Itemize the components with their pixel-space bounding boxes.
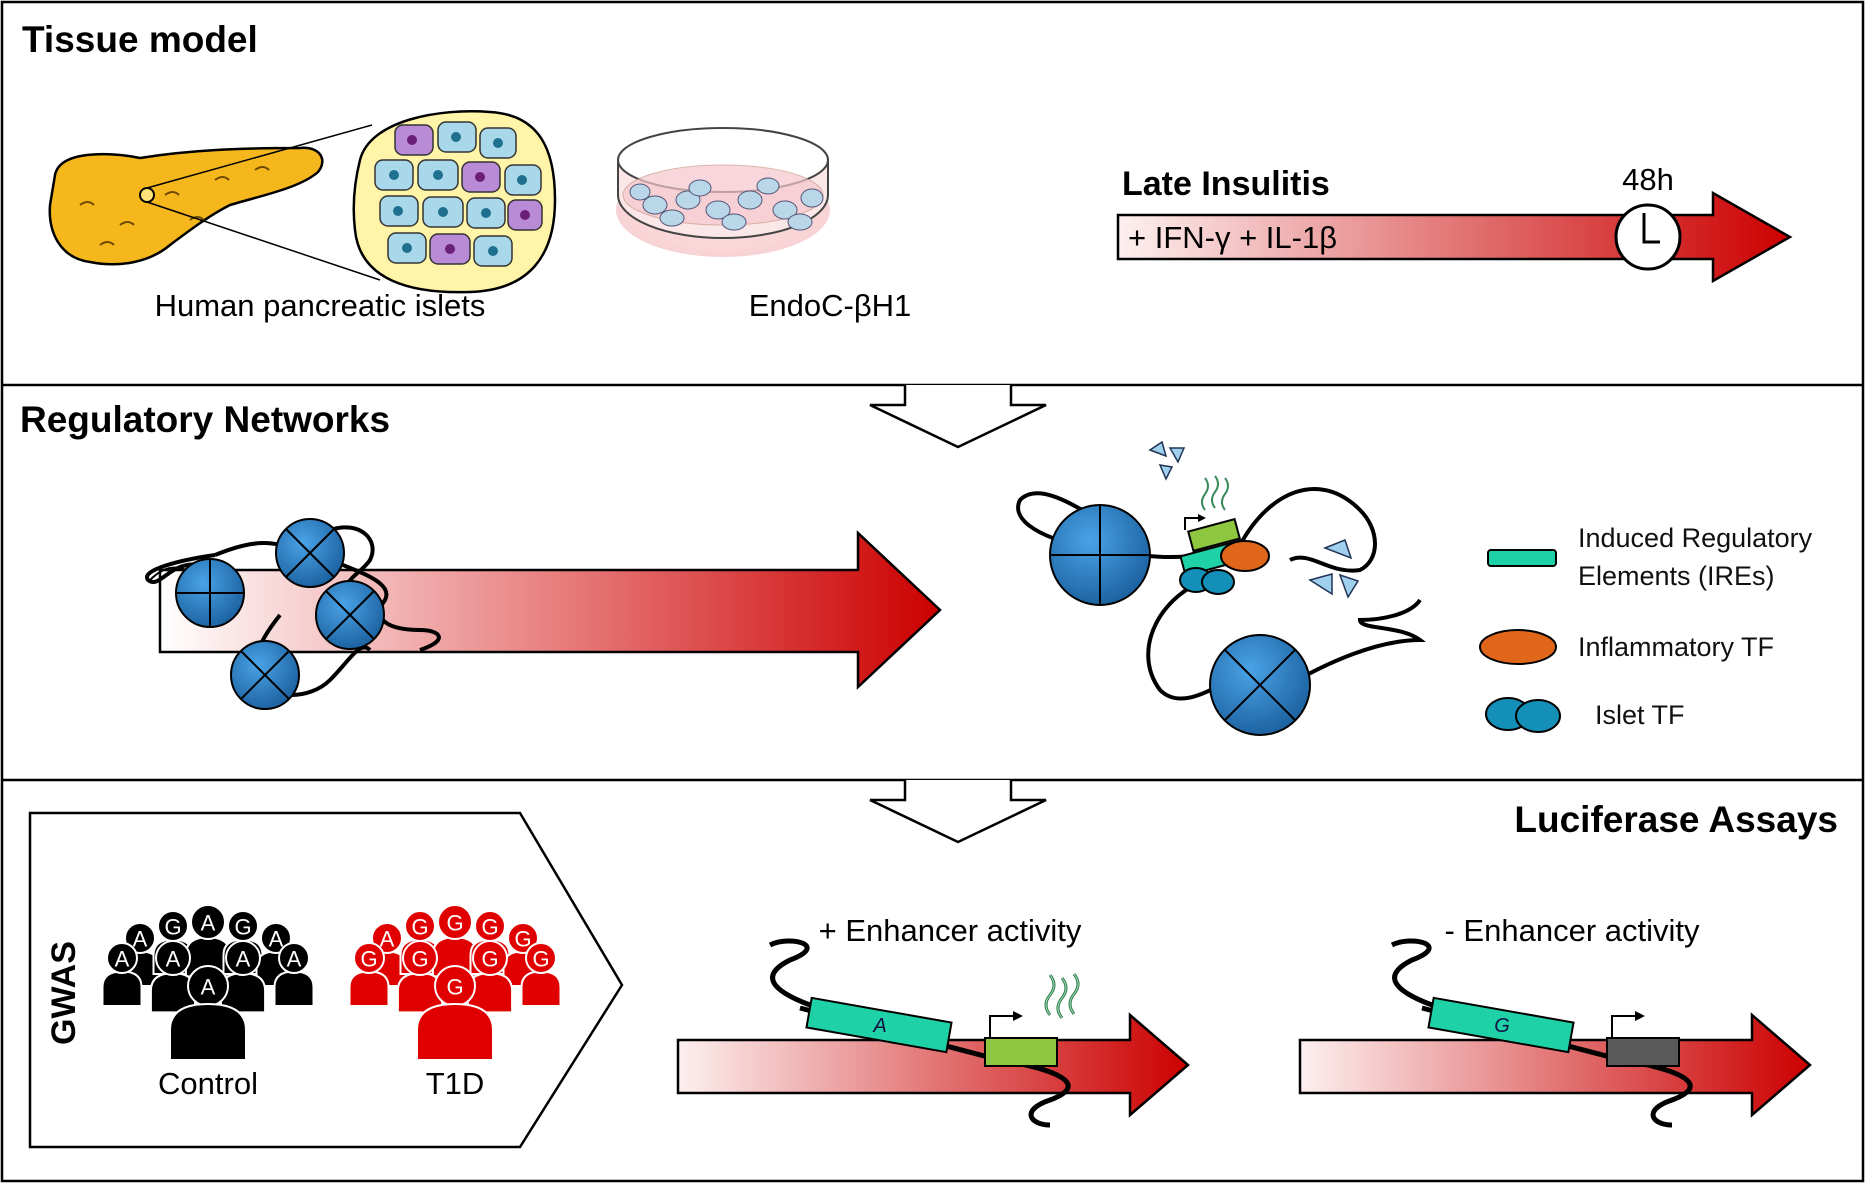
person-body xyxy=(348,970,390,1007)
person-head xyxy=(278,942,310,974)
legend-ire-line1: Induced Regulatory xyxy=(1578,523,1813,553)
allele-letter: G xyxy=(446,975,463,1000)
legend-islet-swatch xyxy=(1485,697,1561,733)
allele-letter: G xyxy=(360,947,377,972)
allele-letter: A xyxy=(287,947,302,972)
allele-letter: G xyxy=(164,915,181,940)
plus-enhancer-label: + Enhancer activity xyxy=(819,913,1082,948)
allele-letter: G xyxy=(446,911,463,936)
allele-letter: G xyxy=(481,947,498,972)
treatment-title: Late Insulitis xyxy=(1122,165,1330,203)
plus-allele-letter: A xyxy=(872,1015,886,1037)
minus-allele-letter: G xyxy=(1494,1015,1510,1037)
luciferase-panel-title: Luciferase Assays xyxy=(1514,799,1838,840)
person-head xyxy=(190,904,226,940)
allele-letter: G xyxy=(411,947,428,972)
person-head xyxy=(402,940,438,976)
legend-inflammatory-swatch xyxy=(1479,629,1557,665)
closed-chromatin xyxy=(144,518,441,710)
person-head xyxy=(106,942,138,974)
plus-enhancer-construct xyxy=(676,938,1190,1128)
person-head xyxy=(124,922,156,954)
petri-dish-illustration xyxy=(616,127,830,257)
person-head xyxy=(225,940,261,976)
t1d-label: T1D xyxy=(426,1066,485,1101)
person-head xyxy=(155,940,191,976)
person-body xyxy=(520,970,562,1007)
legend-ire-line2: Elements (IREs) xyxy=(1578,561,1775,591)
legend-islet-label: Islet TF xyxy=(1595,700,1685,730)
control-label: Control xyxy=(158,1066,258,1101)
clock-icon xyxy=(1614,203,1682,271)
islet-zoom-illustration xyxy=(352,110,557,294)
allele-letter: A xyxy=(236,947,251,972)
allele-letter: A xyxy=(201,975,216,1000)
allele-letter: A xyxy=(115,947,130,972)
tissue-panel-title: Tissue model xyxy=(22,19,258,60)
legend-ire-swatch xyxy=(1487,549,1557,567)
allele-letter: A xyxy=(380,927,395,952)
networks-panel-title: Regulatory Networks xyxy=(20,399,390,440)
allele-letter: G xyxy=(411,915,428,940)
allele-letter: G xyxy=(234,915,251,940)
minus-enhancer-construct xyxy=(1298,938,1812,1128)
person-head xyxy=(472,940,508,976)
allele-letter: A xyxy=(133,927,148,952)
treatment-text: + IFN-γ + IL-1β xyxy=(1128,220,1337,255)
pancreas-illustration xyxy=(48,124,381,281)
cells-label: EndoC-βH1 xyxy=(749,288,912,323)
legend-inflammatory-label: Inflammatory TF xyxy=(1578,632,1774,662)
allele-letter: A xyxy=(201,911,216,936)
time-label: 48h xyxy=(1622,162,1674,197)
networks-legend: Induced Regulatory Elements (IREs) Infla… xyxy=(1479,523,1813,733)
allele-letter: G xyxy=(514,927,531,952)
person-head xyxy=(353,942,385,974)
person-head xyxy=(525,942,557,974)
person-body-front xyxy=(416,1002,494,1061)
person-head xyxy=(437,904,473,940)
allele-letter: G xyxy=(532,947,549,972)
allele-letter: A xyxy=(269,927,284,952)
person-body xyxy=(101,970,143,1007)
minus-enhancer-label: - Enhancer activity xyxy=(1445,913,1700,948)
open-chromatin xyxy=(1016,440,1427,736)
allele-letter: G xyxy=(481,915,498,940)
person-head xyxy=(371,922,403,954)
person-body-front xyxy=(169,1002,247,1061)
treatment-arrow xyxy=(1116,190,1793,284)
allele-letter: A xyxy=(166,947,181,972)
person-head xyxy=(260,922,292,954)
gwas-box xyxy=(28,811,624,1149)
islets-label: Human pancreatic islets xyxy=(155,288,486,323)
person-head xyxy=(507,922,539,954)
gwas-label: GWAS xyxy=(45,941,83,1045)
person-body xyxy=(273,970,315,1007)
